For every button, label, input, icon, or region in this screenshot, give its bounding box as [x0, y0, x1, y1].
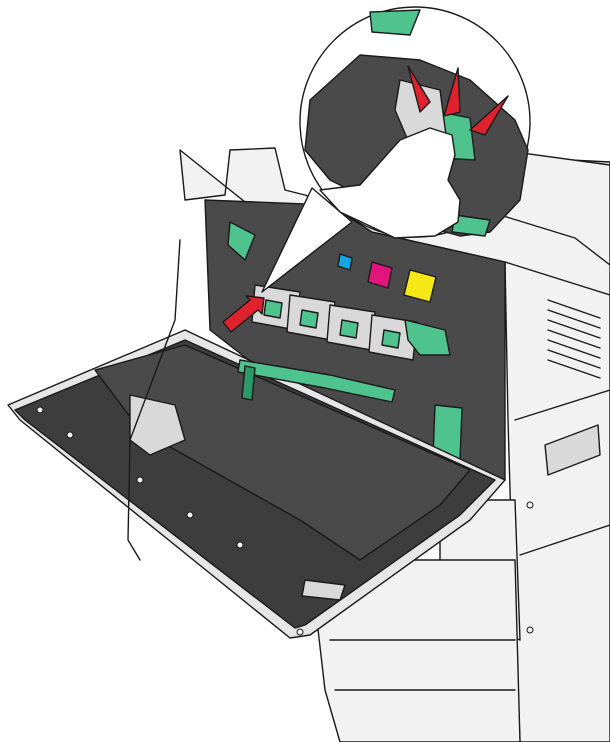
toner-yellow [403, 269, 437, 303]
side-handle [544, 424, 601, 476]
red-arrow-icon [443, 67, 461, 117]
callout-green-bottom [451, 214, 491, 237]
magnifier-callout [261, 6, 531, 293]
door-strap [127, 239, 181, 561]
green-tab-4 [381, 329, 401, 349]
right-side-panel [504, 261, 610, 742]
red-arrow-icon [407, 65, 431, 113]
toner-magenta [367, 261, 393, 289]
paper-drawer-2 [309, 559, 521, 742]
drawer-line-a [519, 524, 610, 556]
callout-pointer [261, 187, 353, 293]
vent-grille [547, 299, 601, 379]
red-arrow-icon [469, 95, 509, 136]
green-lever-left [227, 221, 256, 261]
green-tab-1 [263, 299, 283, 319]
door-screws [36, 406, 534, 636]
hand-illustration [319, 127, 461, 239]
drawer-line-b [514, 389, 610, 421]
toner-cyan [337, 253, 353, 271]
green-bracket [241, 365, 256, 401]
green-tab-2 [299, 309, 319, 329]
door-hinge [129, 394, 186, 456]
imaging-unit-slots [227, 221, 463, 461]
door-latch [301, 579, 346, 601]
front-door [7, 239, 534, 639]
toner-cartridges [337, 253, 437, 303]
red-arrow-icon [222, 295, 265, 333]
green-cleaner-bar [237, 359, 396, 403]
callout-green-top [369, 9, 421, 36]
green-tab-3 [339, 319, 359, 339]
green-lever-right [404, 319, 451, 356]
